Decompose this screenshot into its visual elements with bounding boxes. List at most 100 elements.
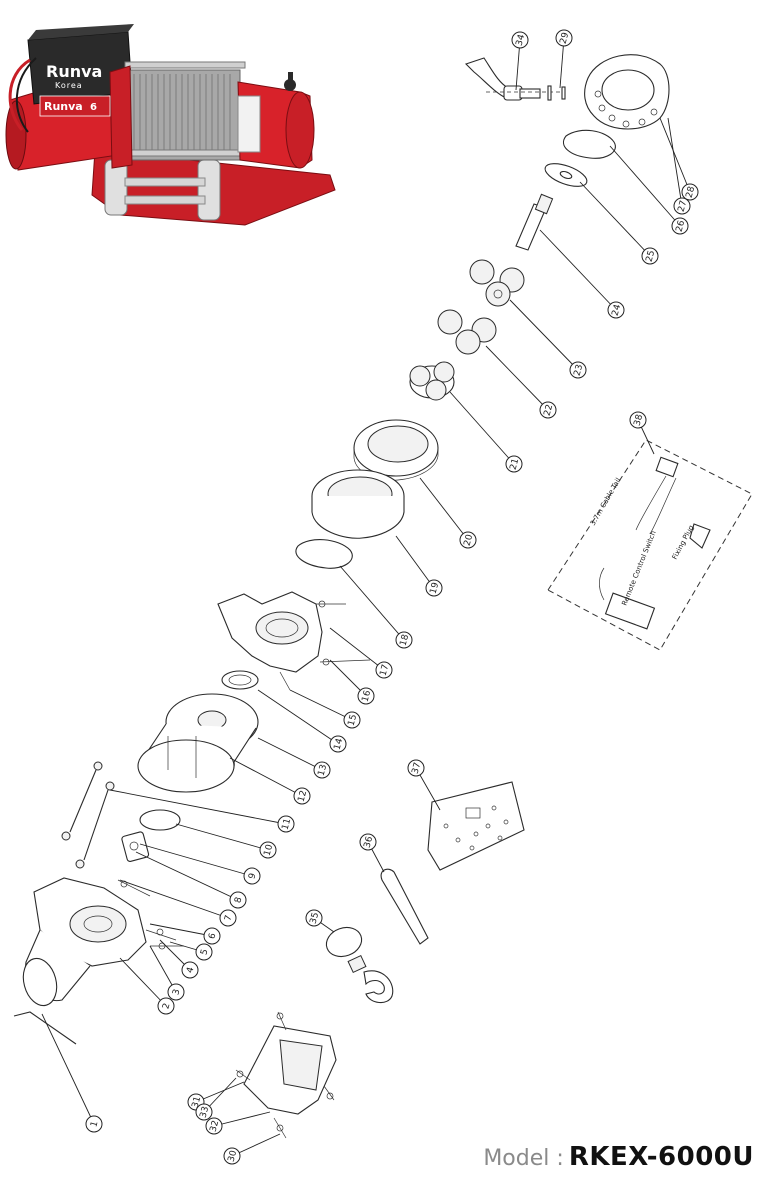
leader-lines [41,37,691,1157]
callout-number-20: 20 [463,533,476,547]
callout-bubble-17 [375,661,393,679]
callout-bubble-12 [293,787,311,805]
callout-number-8: 8 [233,896,244,904]
callout-number-14: 14 [333,737,346,751]
callout-27: 27 [673,197,691,215]
cable-drum [137,693,259,793]
callout-number-33: 33 [199,1105,212,1119]
callout-24: 24 [607,301,625,319]
callout-bubble-8 [229,891,247,909]
leader-line-13 [257,737,323,771]
planet-gear-set-2 [437,309,497,355]
callout-18: 18 [395,631,413,649]
callout-21: 21 [505,455,523,473]
callout-number-29: 29 [559,31,572,45]
callout-bubble-1 [85,1115,103,1133]
callout-number-11: 11 [281,817,294,831]
callout-bubble-34 [511,31,529,49]
leader-line-21 [449,391,515,465]
leader-line-23 [509,299,579,371]
callout-bubble-29 [555,29,573,47]
callout-12: 12 [293,787,311,805]
callout-bubble-15 [343,711,361,729]
callout-bubble-30 [223,1147,241,1165]
callout-bubble-11 [277,815,295,833]
callout-number-18: 18 [399,633,412,647]
remote-control-kit: 3.7m Cable Tail Remote Control Switch Fi… [547,439,753,651]
callout-bubble-36 [359,833,377,851]
control-box-brand: Runva [46,62,102,81]
callout-number-35: 35 [309,911,322,925]
callout-number-26: 26 [675,219,688,233]
callout-34: 34 [511,31,529,49]
callout-number-9: 9 [247,872,258,880]
callout-number-7: 7 [223,914,234,922]
callout-bubble-32 [205,1117,223,1135]
callout-20: 20 [459,531,477,549]
callout-10: 10 [259,841,277,859]
callout-11: 11 [277,815,295,833]
callout-bubble-14 [329,735,347,753]
part-callouts: 1234567891011121314151617181920212223242… [85,29,699,1165]
remote-switch-text: Remote Control Switch [620,530,657,607]
model-number: RKEX-6000U [568,1142,754,1172]
callout-bubble-35 [305,909,323,927]
callout-1: 1 [85,1115,103,1133]
end-housing-top [584,54,670,130]
callout-22: 22 [539,401,557,419]
mounting-plate [427,781,525,871]
callout-15: 15 [343,711,361,729]
leader-line-2 [119,957,167,1007]
callout-2: 2 [157,997,175,1015]
callout-number-17: 17 [379,663,392,677]
callout-bubble-27 [673,197,691,215]
callout-number-23: 23 [573,363,586,377]
side-badge-number: 6 [90,102,97,113]
leader-line-8 [135,851,239,901]
callout-number-38: 38 [633,413,646,427]
callout-bubble-13 [313,761,331,779]
callout-number-12: 12 [297,789,310,803]
callout-number-13: 13 [317,763,330,777]
callout-38: 38 [629,411,647,429]
callout-number-3: 3 [171,988,182,996]
callout-33: 33 [195,1103,213,1121]
callout-bubble-23 [569,361,587,379]
callout-number-4: 4 [185,966,196,974]
callout-number-2: 2 [161,1002,172,1010]
leader-line-17 [329,627,385,671]
callout-number-21: 21 [509,457,522,471]
callout-28: 28 [681,183,699,201]
callout-13: 13 [313,761,331,779]
mounting-bracket [235,1011,337,1139]
callout-number-22: 22 [543,403,556,417]
callout-bubble-37 [407,759,425,777]
callout-bubble-5 [195,943,213,961]
callout-35: 35 [305,909,323,927]
leader-line-27 [667,117,683,207]
callout-number-28: 28 [685,185,698,199]
leader-line-9 [139,843,253,877]
callout-bubble-18 [395,631,413,649]
callout-32: 32 [205,1117,223,1135]
leader-line-25 [579,181,651,257]
callout-bubble-6 [203,927,221,945]
end-bearing-plate [217,591,371,673]
leader-line-26 [609,145,681,227]
callout-number-24: 24 [611,303,624,317]
callout-4: 4 [181,961,199,979]
leader-line-11 [109,789,287,825]
leader-line-19 [395,535,435,589]
callout-number-10: 10 [263,843,276,857]
drum-end-bushing [139,809,181,831]
planet-carrier [409,361,455,401]
callout-number-27: 27 [677,199,690,213]
callout-number-32: 32 [209,1119,222,1133]
leader-line-14 [257,689,339,745]
callout-bubble-25 [641,247,659,265]
leader-line-32 [213,1111,271,1127]
callout-number-15: 15 [347,713,360,727]
callout-bubble-33 [195,1103,213,1121]
leader-line-24 [539,229,617,311]
callout-bubble-20 [459,531,477,549]
